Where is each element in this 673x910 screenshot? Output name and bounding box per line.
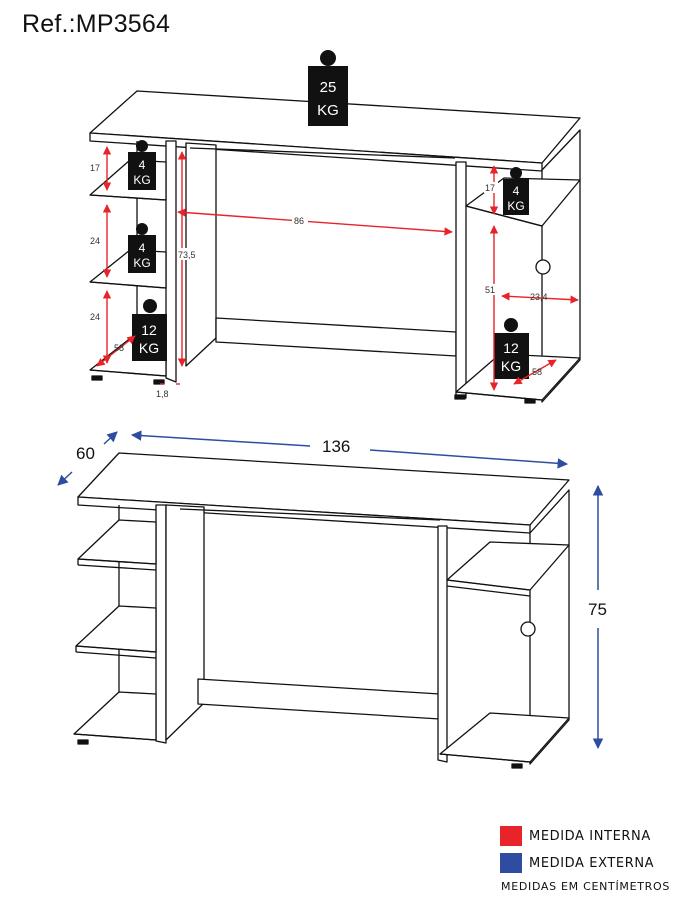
dim-left-gap-2: 24 (90, 236, 100, 246)
dim-panel-thickness: 1,8 (156, 389, 169, 399)
dim-right-niche-width: 23,4 (530, 292, 548, 302)
weight-tag-left-bottom: 12 KG (132, 299, 167, 361)
right-outer-panel-2 (529, 489, 570, 765)
svg-text:KG: KG (317, 102, 339, 119)
svg-text:12: 12 (503, 340, 519, 356)
internal-dimension-labels: 17 24 24 58 1,8 73,5 86 17 51 23,4 58 (90, 162, 548, 399)
reference-code: Ref.:MP3564 (22, 10, 171, 38)
right-outer-panel (541, 129, 581, 403)
svg-text:KG: KG (507, 199, 524, 213)
legend-internal-swatch (500, 826, 522, 846)
dim-right-depth: 58 (532, 367, 542, 377)
svg-text:KG: KG (133, 256, 150, 270)
svg-text:12: 12 (141, 322, 157, 338)
legend-internal: MEDIDA INTERNA (500, 826, 651, 846)
weight-tag-left-2: 4 KG (128, 223, 156, 273)
modesty-panel-2 (197, 678, 441, 720)
dim-height: 75 (588, 600, 607, 619)
modesty-panel (215, 317, 457, 357)
svg-text:4: 4 (139, 158, 146, 172)
weight-tags: 25 KG 4 KG 4 KG 12 KG 4 KG (128, 50, 529, 379)
svg-text:25: 25 (320, 79, 337, 96)
left-shelf-2-2 (75, 605, 157, 653)
desk-bottom-drawing (73, 452, 570, 769)
weight-tag-right-shelf: 4 KG (503, 167, 529, 215)
external-dimensions (57, 430, 604, 750)
dim-left-depth: 58 (114, 343, 124, 353)
legend-external-swatch (500, 853, 522, 873)
weight-tag-left-1: 4 KG (128, 140, 156, 190)
right-bottom-shelf-2 (439, 712, 570, 763)
left-inner-panel-2 (165, 504, 205, 741)
svg-text:KG: KG (133, 173, 150, 187)
right-inner-panel-2 (437, 525, 448, 763)
external-dimension-labels: 136 60 75 (76, 437, 607, 619)
weight-tag-top: 25 KG (308, 50, 348, 126)
left-bottom-shelf-2 (73, 691, 157, 741)
svg-text:KG: KG (139, 340, 159, 356)
dim-right-gap-bottom: 51 (485, 285, 495, 295)
svg-text:4: 4 (139, 241, 146, 255)
cable-hole (535, 259, 551, 275)
weight-tag-right-bottom: 12 KG (494, 318, 529, 379)
svg-text:4: 4 (513, 184, 520, 198)
cable-hole-2 (520, 621, 536, 637)
legend-internal-label: MEDIDA INTERNA (529, 828, 651, 844)
dim-inner-height: 73,5 (178, 250, 196, 260)
dim-depth: 60 (76, 444, 95, 463)
right-inner-panel (455, 161, 467, 399)
legend-external: MEDIDA EXTERNA (500, 853, 654, 873)
units-note: MEDIDAS EM CENTÍMETROS (501, 880, 671, 893)
dim-inner-width: 86 (294, 216, 304, 226)
svg-text:KG: KG (501, 358, 521, 374)
left-side-panel (165, 140, 177, 383)
left-shelf-1-2 (77, 519, 157, 565)
dim-right-gap-top: 17 (485, 183, 495, 193)
dim-left-gap-1: 17 (90, 163, 100, 173)
legend-external-label: MEDIDA EXTERNA (529, 855, 655, 871)
dim-width: 136 (322, 437, 350, 456)
internal-dimensions (96, 146, 579, 391)
dim-left-gap-3: 24 (90, 312, 100, 322)
left-side-panel-2 (155, 504, 167, 744)
